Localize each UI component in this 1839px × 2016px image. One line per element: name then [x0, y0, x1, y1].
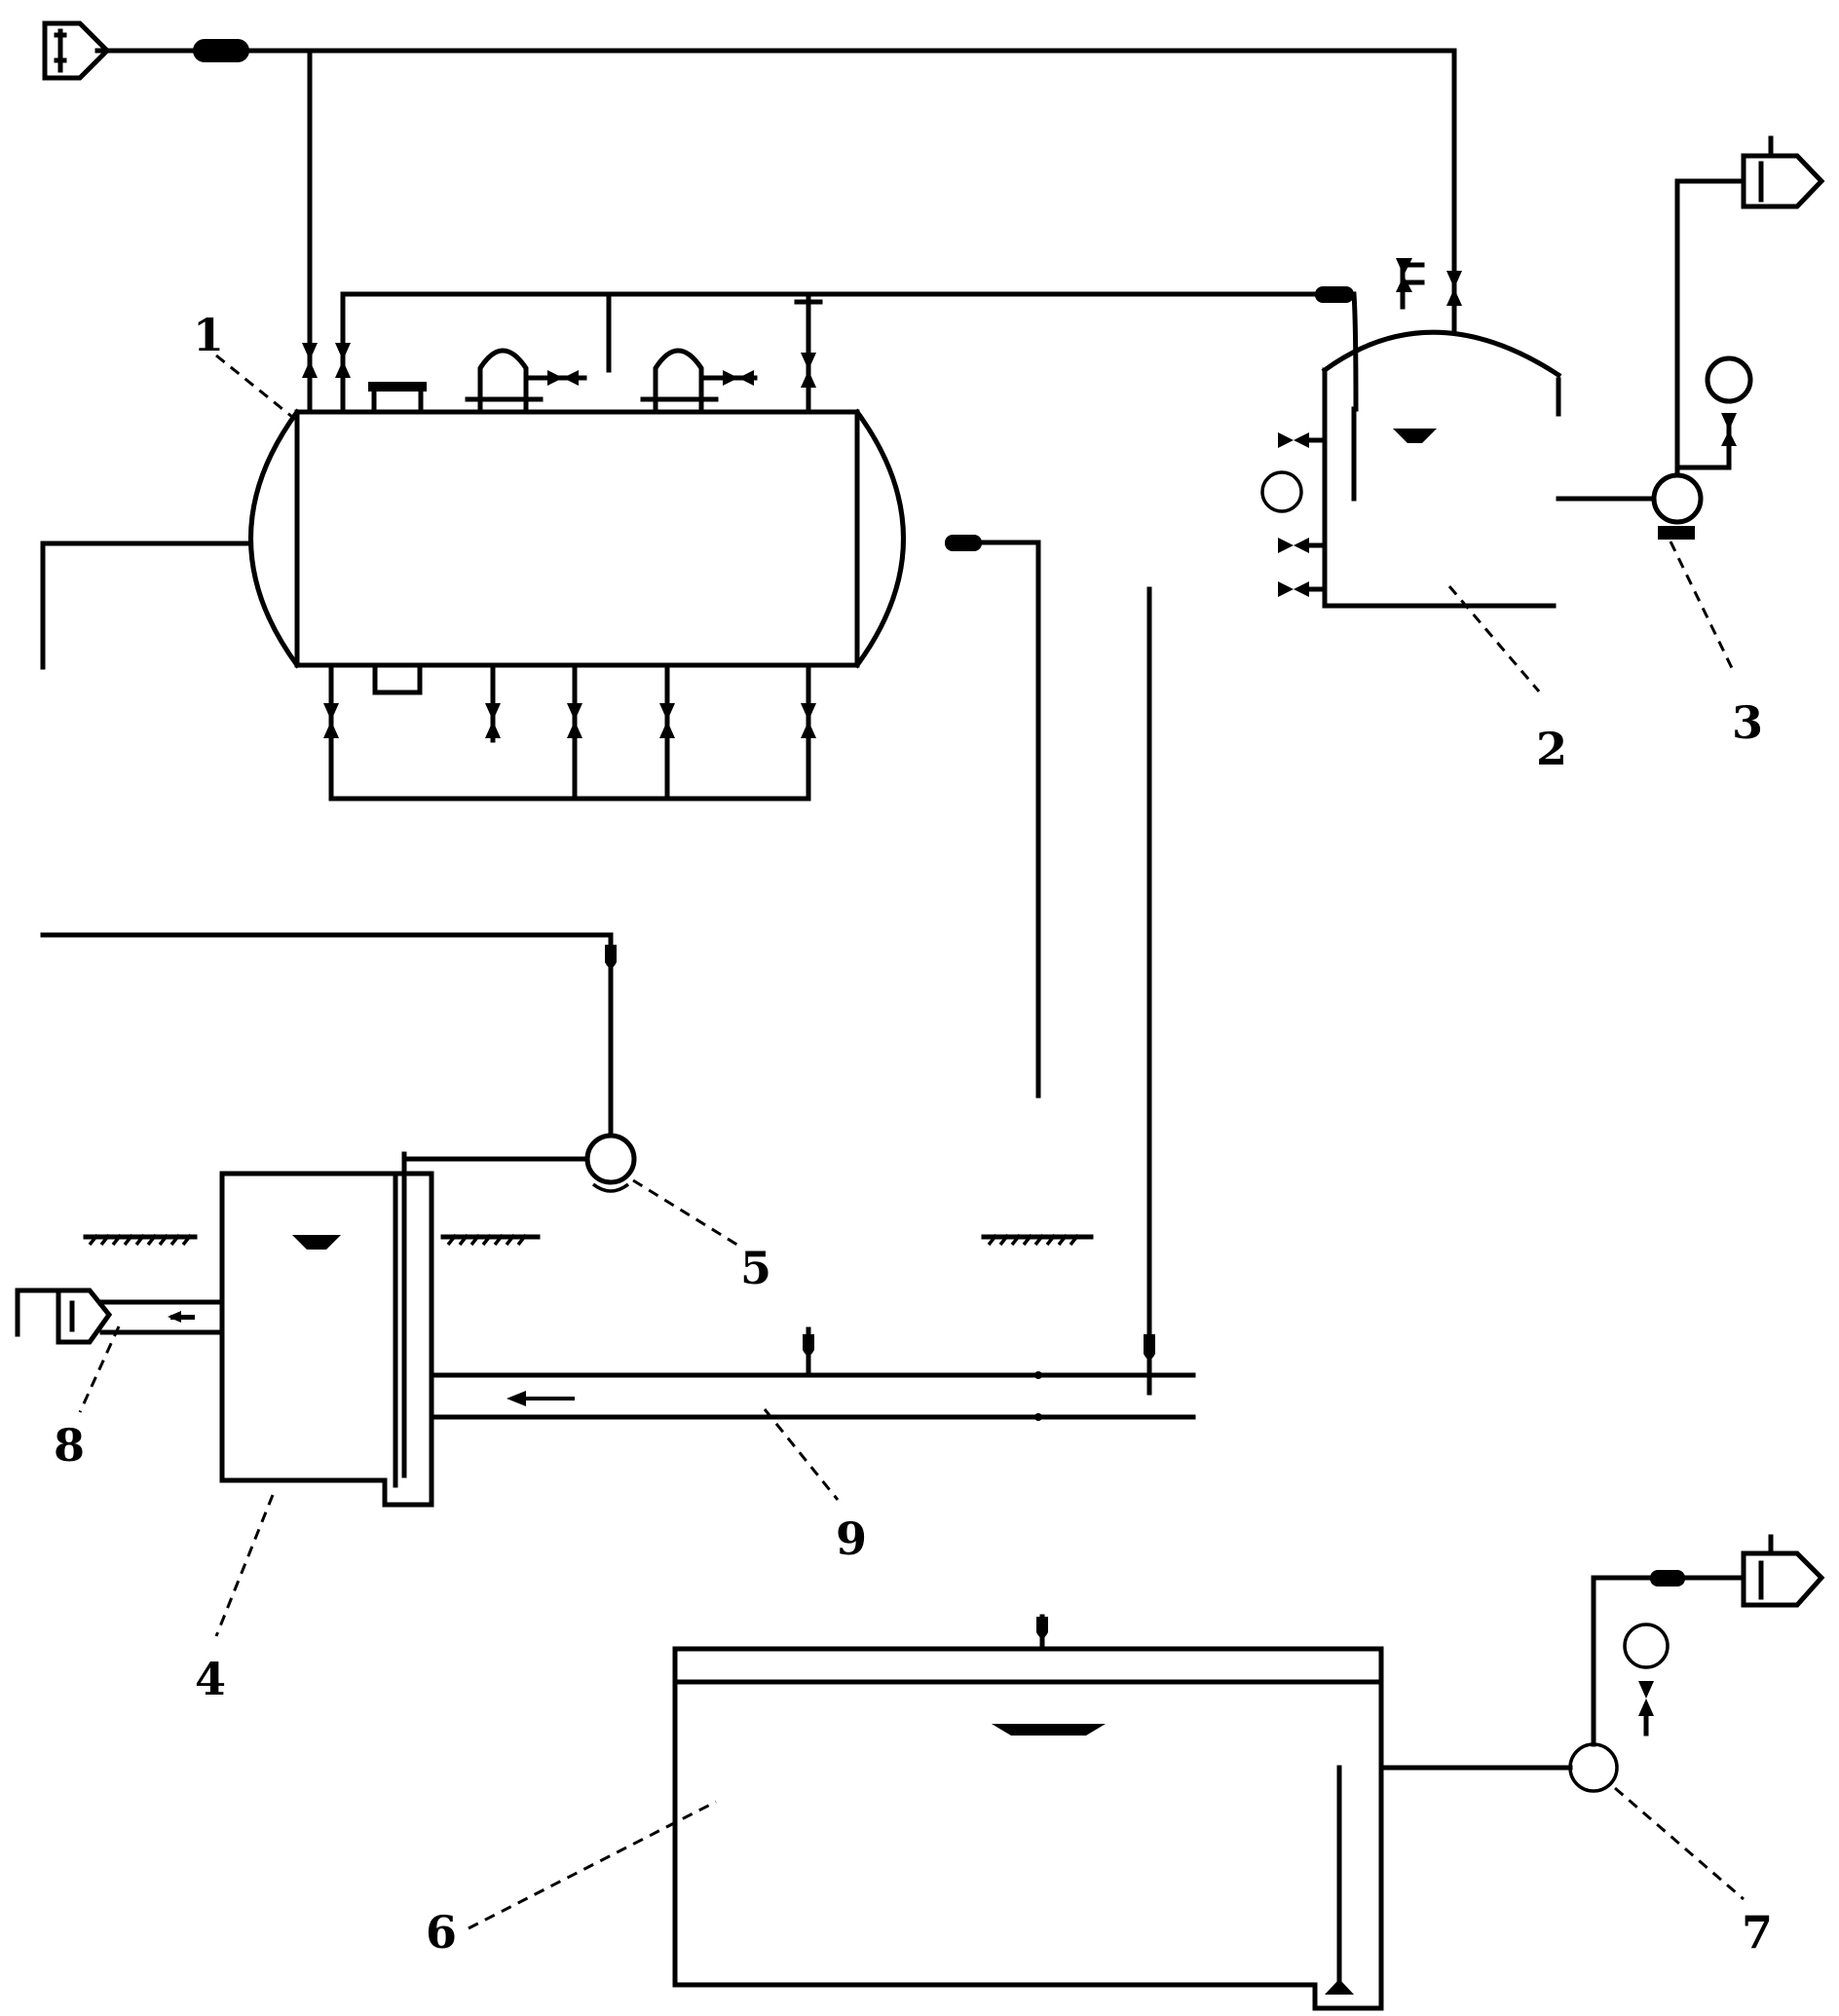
label-8: 8 [54, 1419, 85, 1472]
label-1: 1 [193, 309, 224, 361]
label-4: 4 [195, 1653, 226, 1705]
tank-6-basin [672, 1614, 1384, 2011]
vapor-line-to-tank-2 [340, 286, 1359, 412]
pipe-9-channel [429, 1326, 1196, 1421]
outlet-flag-bottom-right [1741, 1534, 1825, 1608]
label-3: 3 [1732, 696, 1763, 749]
tank-1-bottom-drains [323, 662, 816, 802]
tank-2-vessel [1321, 329, 1562, 609]
label-9: 9 [836, 1512, 867, 1565]
pump-7 [1378, 1570, 1746, 1793]
tank-1-left-outlet-pipe [40, 541, 252, 670]
tank-1-side-outlet-line [945, 535, 1152, 1396]
label-2: 2 [1536, 723, 1567, 775]
pump-5 [40, 932, 637, 1193]
pump-3 [1556, 178, 1753, 540]
top-inlet-pipe [94, 39, 1457, 339]
tank-1-top-nozzles [302, 291, 823, 415]
tank-1-horizontal-vessel [248, 408, 906, 669]
outlet-flag-left [15, 1288, 113, 1345]
ground-level-marks [83, 1233, 1094, 1247]
tank-2-top-fittings [1396, 258, 1462, 334]
tank-2-left-instruments [1260, 432, 1328, 597]
label-6: 6 [426, 1906, 457, 1959]
inlet-flag-top-left [42, 20, 111, 81]
outlet-flag-top-right [1741, 135, 1825, 209]
leader-lines [78, 354, 1745, 1930]
label-7: 7 [1742, 1906, 1773, 1959]
tank-4-sump [219, 1151, 434, 1508]
label-5: 5 [740, 1242, 771, 1294]
outlet-8-pipe [99, 1299, 225, 1335]
